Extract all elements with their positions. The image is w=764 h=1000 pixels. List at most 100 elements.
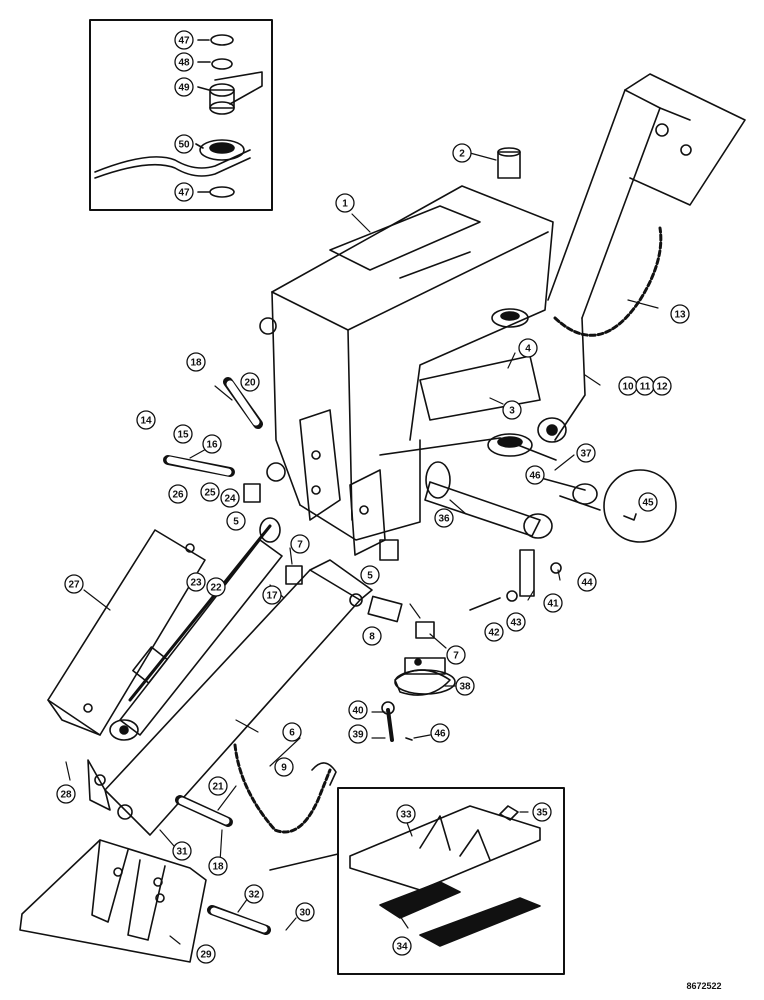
callout-c8: 8 — [362, 626, 382, 646]
callout-c9: 9 — [274, 757, 294, 777]
callout-circle — [56, 784, 76, 804]
callout-c20: 20 — [240, 372, 260, 392]
callout-c45: 45 — [638, 492, 658, 512]
callout-circle — [226, 511, 246, 531]
callout-number: 50 — [178, 140, 190, 151]
callout-number: 6 — [289, 728, 295, 739]
callout-c13: 13 — [670, 304, 690, 324]
callout-c6: 6 — [282, 722, 302, 742]
callout-circle — [455, 676, 475, 696]
callout-c34: 34 — [392, 936, 412, 956]
callout-c7b: 7 — [446, 645, 466, 665]
callout-circle — [396, 804, 416, 824]
callout-number: 34 — [396, 942, 408, 953]
callout-number: 35 — [536, 808, 548, 819]
callout-circle — [200, 482, 220, 502]
callout-circle — [282, 722, 302, 742]
callout-circle — [168, 484, 188, 504]
callout-circle — [244, 884, 264, 904]
callout-circle — [196, 944, 216, 964]
callout-c26: 26 — [168, 484, 188, 504]
callout-circle — [174, 182, 194, 202]
callout-circle — [525, 465, 545, 485]
callout-number: 17 — [266, 591, 278, 602]
callout-c44: 44 — [577, 572, 597, 592]
callout-c17: 17 — [262, 585, 282, 605]
callout-number: 43 — [510, 618, 522, 629]
callout-circle — [186, 572, 206, 592]
callout-c27: 27 — [64, 574, 84, 594]
callout-c15: 15 — [173, 424, 193, 444]
callout-number: 47 — [178, 188, 190, 199]
callout-number: 11 — [640, 382, 651, 393]
chain-upper — [553, 226, 663, 337]
callout-circle — [577, 572, 597, 592]
callout-circle — [638, 492, 658, 512]
callout-number: 12 — [656, 382, 668, 393]
callout-c31: 31 — [172, 841, 192, 861]
callout-number: 25 — [204, 488, 216, 499]
callout-circle — [64, 574, 84, 594]
callout-circle — [274, 757, 294, 777]
main-frame — [259, 185, 557, 556]
callout-circle — [172, 841, 192, 861]
callout-number: 13 — [674, 310, 686, 321]
callout-c5b: 5 — [360, 565, 380, 585]
callout-number: 2 — [459, 149, 465, 160]
callout-number: 32 — [248, 890, 260, 901]
pins-and-bushings — [163, 147, 521, 935]
callout-number: 38 — [459, 682, 471, 693]
callout-number: 23 — [190, 578, 202, 589]
callout-circle — [174, 52, 194, 72]
callout-number: 15 — [177, 430, 189, 441]
callout-c35: 35 — [532, 802, 552, 822]
callout-circle — [430, 723, 450, 743]
callout-number: 20 — [244, 378, 256, 389]
callout-number: 7 — [297, 540, 303, 551]
callout-circle — [208, 776, 228, 796]
callout-c12: 12 — [652, 376, 672, 396]
callout-c48: 48 — [174, 52, 194, 72]
callout-c21: 21 — [208, 776, 228, 796]
callout-circle — [506, 612, 526, 632]
callout-circle — [392, 936, 412, 956]
callout-c4: 4 — [518, 338, 538, 358]
callout-circle — [220, 488, 240, 508]
callout-circle — [174, 30, 194, 50]
hydraulic-cylinder — [109, 517, 283, 741]
callout-number: 3 — [509, 406, 515, 417]
callout-number: 21 — [212, 782, 224, 793]
callout-circle — [173, 424, 193, 444]
callout-circle — [348, 724, 368, 744]
callout-circle — [434, 508, 454, 528]
callout-number: 4 — [525, 344, 531, 355]
callout-number: 24 — [224, 494, 236, 505]
callout-number: 39 — [352, 730, 364, 741]
callout-number: 5 — [233, 517, 239, 528]
callout-c30: 30 — [295, 902, 315, 922]
callout-circle — [532, 802, 552, 822]
callout-number: 7 — [453, 651, 459, 662]
callout-number: 22 — [210, 583, 222, 594]
callout-number: 46 — [529, 471, 541, 482]
callout-c50: 50 — [174, 134, 194, 154]
callout-c18b: 18 — [208, 856, 228, 876]
stabilizer-pad — [19, 839, 207, 963]
callout-c14: 14 — [136, 410, 156, 430]
callout-c46b: 46 — [430, 723, 450, 743]
callout-number: 18 — [212, 862, 224, 873]
callout-c22: 22 — [206, 577, 226, 597]
callout-number: 30 — [299, 908, 311, 919]
callout-c46a: 46 — [525, 465, 545, 485]
callout-c42: 42 — [484, 622, 504, 642]
callout-number: 41 — [547, 599, 559, 610]
callout-circle — [295, 902, 315, 922]
callout-circle — [362, 626, 382, 646]
callout-c41: 41 — [543, 593, 563, 613]
shield-cover — [47, 529, 206, 736]
callout-c10: 10 — [618, 376, 638, 396]
callout-number: 8 — [369, 632, 375, 643]
callout-c47b: 47 — [174, 182, 194, 202]
callout-circle — [543, 593, 563, 613]
